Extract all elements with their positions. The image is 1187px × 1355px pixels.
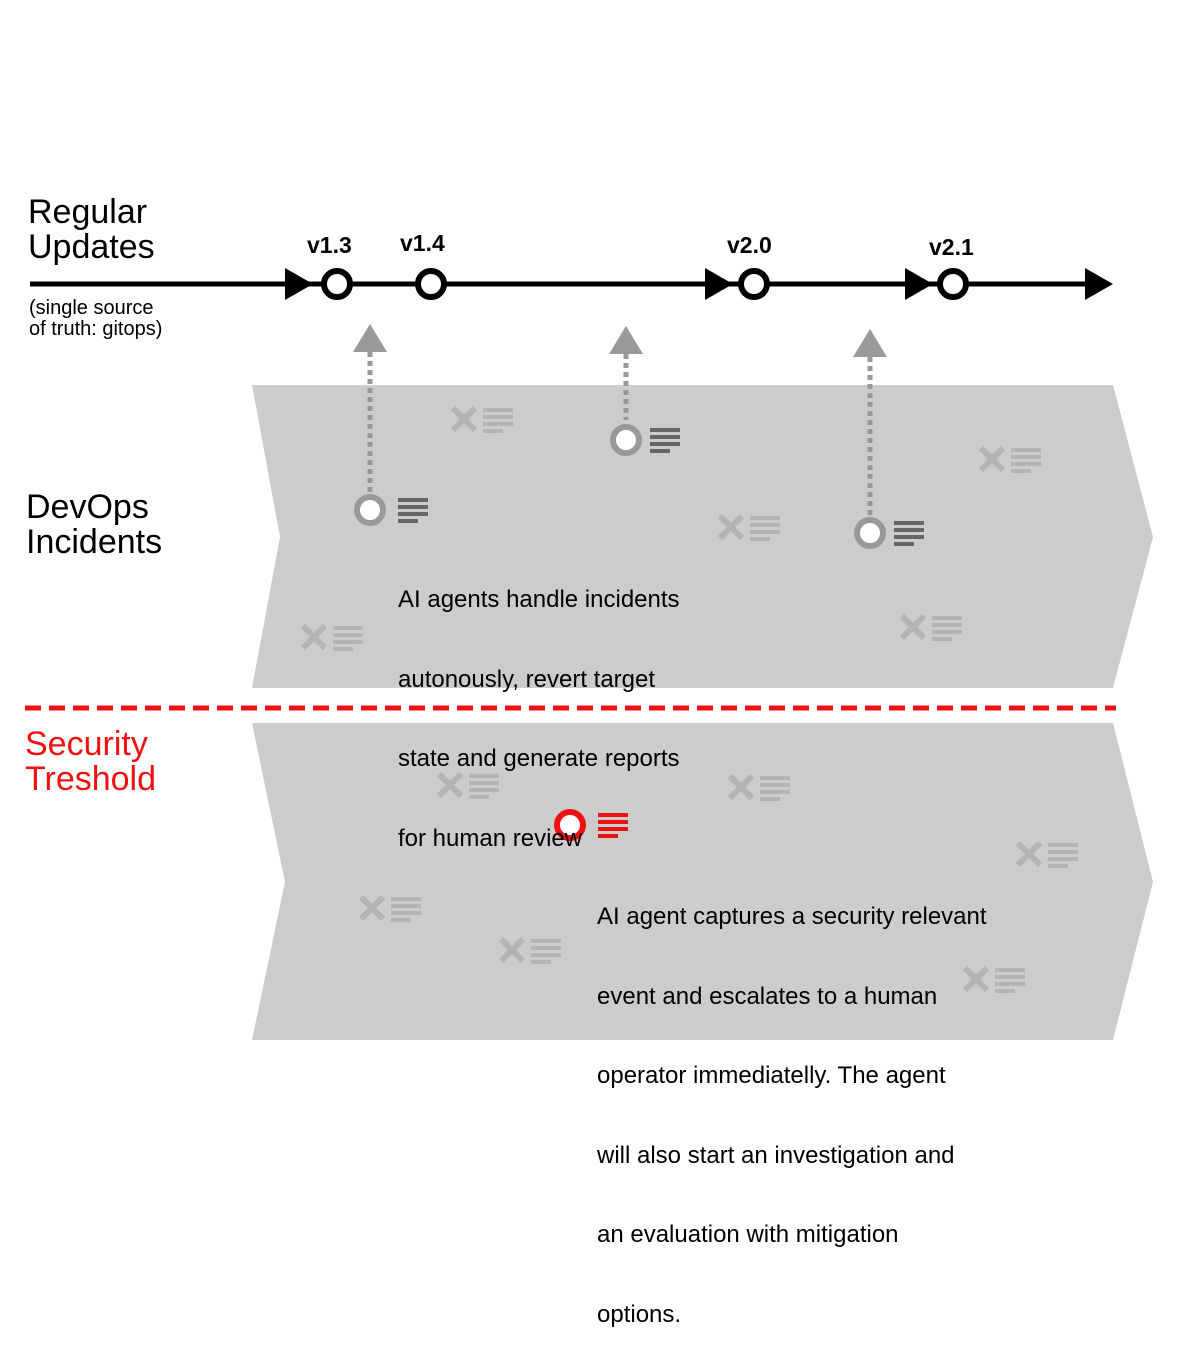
arrow-up-icon	[853, 329, 887, 357]
description-line: state and generate reports	[398, 745, 680, 772]
arrow-right-icon	[705, 268, 733, 300]
description-line: will also start an investigation and	[597, 1141, 955, 1169]
incident-event-1	[354, 494, 428, 526]
version-node-v2-1	[937, 268, 969, 300]
description-line: for human review	[398, 824, 583, 852]
regular-updates-title: Regular Updates	[28, 195, 155, 265]
description-line: AI agents handle incidents	[398, 586, 680, 613]
security-description: AI agent captures a security relevant ev…	[597, 851, 987, 1355]
description-line: an evaluation with mitigation	[597, 1221, 899, 1248]
timeline	[30, 268, 1113, 300]
title-line: DevOps	[26, 488, 149, 526]
version-node-v1-4	[415, 268, 447, 300]
diagram-canvas	[25, 268, 1153, 1040]
version-node-v2-0	[738, 268, 770, 300]
devops-description: AI agents handle incidents autonously, r…	[398, 534, 680, 879]
subtitle-line: (single source	[29, 297, 154, 319]
ring-icon	[610, 424, 642, 456]
subtitle-line: of truth: gitops)	[29, 318, 163, 340]
security-event	[554, 809, 628, 841]
version-label-v1-3: v1.3	[307, 232, 352, 258]
arrow-right-icon	[285, 268, 313, 300]
title-line: Regular	[28, 193, 148, 231]
devops-title: DevOps Incidents	[26, 490, 162, 560]
version-label-v2-0: v2.0	[727, 232, 772, 258]
incident-event-3	[854, 517, 924, 549]
escalation-arrows	[353, 324, 887, 515]
ring-icon	[354, 494, 386, 526]
version-label-v1-4: v1.4	[400, 230, 445, 256]
version-node-v1-3	[321, 268, 353, 300]
ring-icon	[554, 809, 586, 841]
arrow-up-icon	[353, 324, 387, 352]
arrow-right-icon	[1085, 268, 1113, 300]
devops-band	[252, 385, 1153, 688]
description-line: AI agent captures a security relevant	[597, 903, 987, 930]
title-line: Treshold	[25, 760, 157, 798]
version-label-v2-1: v2.1	[929, 234, 974, 260]
title-line: Security	[25, 725, 148, 763]
title-line: Incidents	[26, 523, 163, 561]
arrow-up-icon	[609, 326, 643, 354]
description-line: autonously, revert target	[398, 665, 656, 693]
description-line: options.	[597, 1300, 682, 1328]
description-line: operator immediatelly. The agent	[597, 1062, 946, 1089]
arrow-right-icon	[905, 268, 933, 300]
title-line: Updates	[28, 228, 155, 266]
incident-event-2	[610, 424, 680, 456]
description-line: event and escalates to a human	[597, 982, 938, 1010]
security-title: Security Treshold	[25, 727, 156, 797]
security-band	[252, 723, 1153, 1040]
regular-updates-subtitle: (single source of truth: gitops)	[29, 298, 162, 340]
ring-icon	[854, 517, 886, 549]
